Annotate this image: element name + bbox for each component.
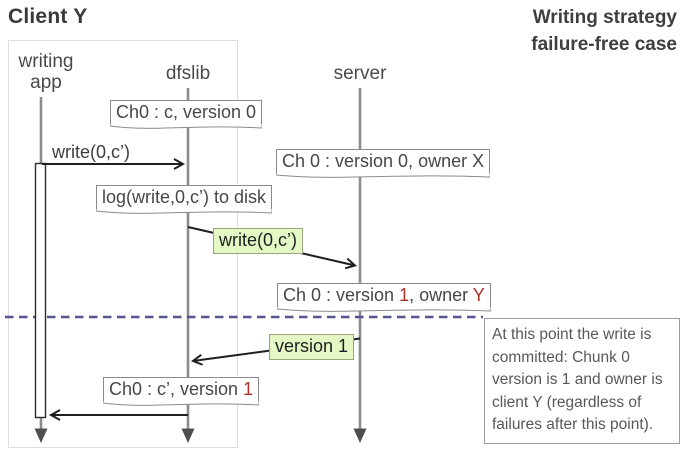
- commit-note: At this point the write is committed: Ch…: [484, 318, 680, 444]
- note-wave-edge: [277, 307, 491, 315]
- lifeline-header-server: server: [333, 63, 387, 84]
- diagram-title: Writing strategy failure-free case: [531, 4, 677, 58]
- writing-app-label-line1: writing: [18, 51, 74, 72]
- note-log-to-disk: log(write,0,c’) to disk: [96, 185, 273, 210]
- message-label-app-write: write(0,c’): [52, 142, 131, 162]
- note-chunk-initial-text: Ch0 : c, version 0: [116, 102, 257, 122]
- note-log-to-disk-text: log(write,0,c’) to disk: [102, 187, 267, 207]
- note-server-initial: Ch 0 : version 0, owner X: [276, 149, 491, 174]
- note-server-updated: Ch 0 : version 1, owner Y: [277, 283, 491, 308]
- diagram-title-line1: Writing strategy: [532, 7, 677, 28]
- note-chunk-initial: Ch0 : c, version 0: [110, 100, 263, 125]
- note-server-initial-text: Ch 0 : version 0, owner X: [282, 151, 485, 171]
- note-wave-edge: [103, 401, 260, 409]
- client-title: Client Y: [8, 5, 88, 28]
- lifeline-header-writing-app: writing app: [19, 51, 74, 93]
- writing-app-label-line2: app: [30, 72, 62, 93]
- note-chunk-updated: Ch0 : c’, version 1: [103, 377, 260, 402]
- note-wave-edge: [276, 173, 491, 181]
- note-chunk-updated-text: Ch0 : c’, version 1: [109, 379, 254, 399]
- message-label-version-reply: version 1: [269, 334, 355, 360]
- note-wave-edge: [96, 209, 273, 217]
- lifeline-end-arrowhead-server: [353, 428, 367, 443]
- message-label-lib-write: write(0,c’): [213, 228, 304, 254]
- note-server-updated-text: Ch 0 : version 1, owner Y: [283, 285, 485, 305]
- note-wave-edge: [110, 124, 263, 132]
- lifeline-header-dfslib: dfslib: [165, 63, 211, 84]
- diagram-title-line2: failure-free case: [531, 34, 677, 55]
